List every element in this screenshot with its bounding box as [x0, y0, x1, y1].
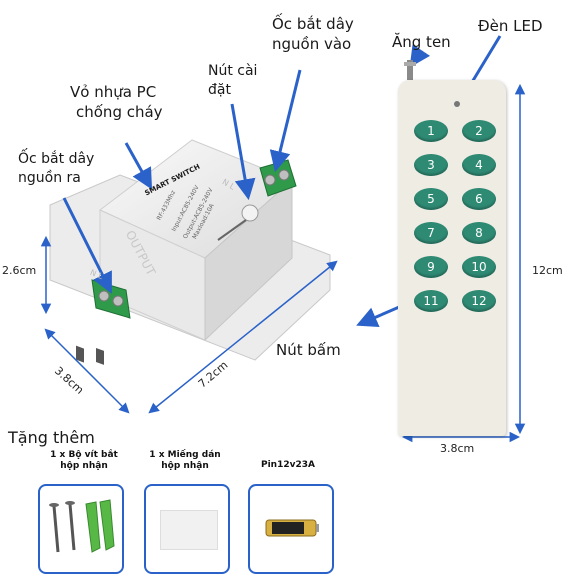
- accessory-title-sticker-line1: 1 x Miếng dán: [149, 450, 221, 460]
- accessory-box-screws: [38, 484, 124, 574]
- label-terminal-in-line2: nguồn vào: [272, 35, 352, 53]
- label-shell-line1: Vỏ nhựa PC: [70, 83, 157, 101]
- screws-anchors-illustration: [49, 499, 115, 553]
- label-terminal-in: Ốc bắt dây nguồn vào: [272, 14, 354, 54]
- dim-label-remote-height: 12cm: [532, 264, 563, 277]
- accessory-title-sticker: 1 x Miếng dán hộp nhận: [142, 450, 228, 472]
- label-led: Đèn LED: [478, 17, 543, 35]
- label-terminal-out-line2: nguồn ra: [18, 170, 81, 186]
- remote-button-4[interactable]: 4: [462, 154, 496, 176]
- remote-button-10[interactable]: 10: [462, 256, 496, 278]
- label-remote-button: Nút bấm: [276, 341, 341, 359]
- remote-button-7[interactable]: 7: [414, 222, 448, 244]
- remote-button-9[interactable]: 9: [414, 256, 448, 278]
- label-antenna: Ăng ten: [392, 33, 451, 51]
- led-indicator: [454, 101, 460, 107]
- remote-button-11[interactable]: 11: [414, 290, 448, 312]
- accessory-title-sticker-line2: hộp nhận: [161, 461, 209, 471]
- accessory-title-battery-line1: Pin12v23A: [261, 460, 315, 470]
- remote-button-8[interactable]: 8: [462, 222, 496, 244]
- adhesive-pad: [160, 510, 218, 550]
- base-slot: [76, 345, 84, 363]
- label-setup-button: Nút cài đặt: [208, 62, 257, 100]
- base-slot: [96, 347, 104, 365]
- accessory-title-battery: Pin12v23A: [250, 460, 326, 471]
- terminal-screw: [264, 174, 276, 186]
- label-terminal-out: Ốc bắt dây nguồn ra: [18, 150, 94, 188]
- remote-button-6[interactable]: 6: [462, 188, 496, 210]
- terminal-screw: [278, 169, 290, 181]
- accessory-title-screws-line1: 1 x Bộ vít bắt: [50, 450, 118, 460]
- accessory-title-screws: 1 x Bộ vít bắt hộp nhận: [44, 450, 124, 472]
- terminal-screw: [112, 295, 124, 307]
- remote-button-5[interactable]: 5: [414, 188, 448, 210]
- accessory-box-sticker: [144, 484, 230, 574]
- label-bonus: Tặng thêm: [8, 428, 95, 447]
- arrow-terminal-out: [62, 197, 112, 294]
- remote-button-3[interactable]: 3: [414, 154, 448, 176]
- terminal-screw: [98, 290, 110, 302]
- accessory-box-battery: [248, 484, 334, 574]
- label-shell: Vỏ nhựa PC chống cháy: [70, 82, 163, 122]
- label-terminal-in-line1: Ốc bắt dây: [272, 15, 354, 33]
- remote-button-1[interactable]: 1: [414, 120, 448, 142]
- antenna: [407, 60, 413, 80]
- dim-line-width: [44, 328, 130, 414]
- label-shell-line2: chống cháy: [76, 103, 163, 121]
- arrow-shell: [124, 142, 153, 190]
- dim-line-length: [148, 260, 338, 414]
- label-setup-line1: Nút cài: [208, 63, 258, 79]
- label-terminal-out-line1: Ốc bắt dây: [18, 151, 95, 167]
- setup-lever: [217, 219, 247, 241]
- dim-label-remote-width: 3.8cm: [440, 442, 475, 455]
- accessory-title-screws-line2: hộp nhận: [60, 461, 108, 471]
- battery-illustration: [265, 519, 319, 537]
- label-setup-line2: đặt: [208, 82, 231, 98]
- arrow-terminal-in: [269, 69, 302, 173]
- setup-button-graphic: [241, 204, 259, 222]
- arrow-setup: [230, 103, 256, 201]
- remote-button-12[interactable]: 12: [462, 290, 496, 312]
- remote-button-2[interactable]: 2: [462, 120, 496, 142]
- dim-label-switch-height: 2.6cm: [2, 264, 37, 277]
